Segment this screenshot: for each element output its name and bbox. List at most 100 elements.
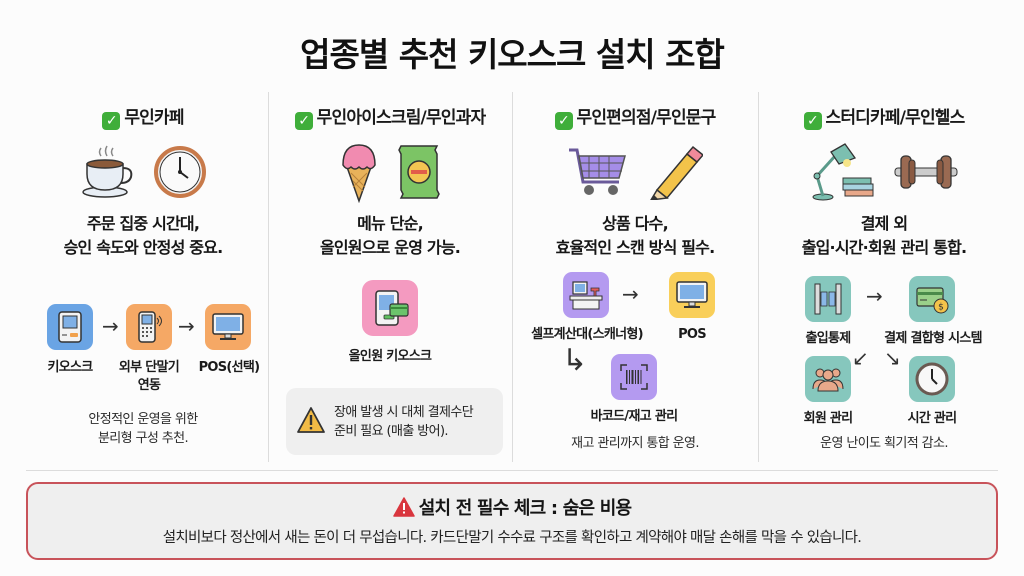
note-line: 재고 관리까지 통합 운영. (571, 436, 699, 451)
flow-arrow: → (866, 284, 883, 308)
flow-arrow: → (178, 314, 195, 338)
monitor-icon (669, 272, 715, 318)
members-icon (805, 356, 851, 402)
column-header-label: 스터디카페/무인헬스 (825, 108, 966, 128)
column-description: 메뉴 단순, 올인원으로 운영 가능. (268, 212, 512, 260)
flow-node-all-in-one-kiosk (358, 280, 422, 336)
warning-triangle-icon (296, 406, 326, 438)
column-header: ✓무인편의점/무인문구 (512, 103, 758, 130)
coffee-cup-icon (79, 144, 135, 200)
banner-title: 설치 전 필수 체크 : 숨은 비용 (28, 494, 996, 522)
flow-node-barcode (610, 354, 658, 400)
column-unmanned-cafe: ✓무인카페 주문 집중 시간대, 승인 속도와 안정성 중요. (18, 92, 268, 464)
flow-node-gate (804, 276, 852, 322)
flow-arrow: ↘ (884, 346, 901, 370)
check-box-icon: ✓ (803, 112, 822, 130)
desc-line: 올인원으로 운영 가능. (319, 238, 461, 257)
check-box-icon: ✓ (102, 112, 121, 130)
barcode-icon (611, 354, 657, 400)
column-unmanned-convenience: ✓무인편의점/무인문구 상품 다수, 효율적인 스캔 방식 필수. 셀프계산대(… (512, 92, 758, 464)
check-box-icon: ✓ (554, 112, 573, 130)
column-study-cafe-gym: ✓스터디카페/무인헬스 결제 외 출입·시간·회원 관리 통합. 출입통제 → … (758, 92, 1010, 464)
desc-line: 메뉴 단순, (357, 214, 424, 233)
column-description: 결제 외 출입·시간·회원 관리 통합. (758, 212, 1010, 260)
column-note: 운영 난이도 획기적 감소. (758, 434, 1010, 453)
flow-node-label: 셀프계산대(스캐너형) (531, 327, 644, 342)
column-description: 상품 다수, 효율적인 스캔 방식 필수. (512, 212, 758, 260)
column-note: 안정적인 운영을 위한 분리형 구성 추천. (18, 410, 268, 448)
flow-node-time (908, 356, 956, 402)
column-header-label: 무인편의점/무인문구 (576, 108, 717, 128)
desk-lamp-books-icon (809, 142, 875, 202)
monitor-icon (205, 304, 251, 350)
column-header: ✓무인카페 (18, 103, 268, 130)
hero-icons (268, 140, 512, 204)
flow-node-kiosk (46, 304, 94, 350)
ice-cream-icon (339, 141, 379, 203)
flow-arrow: → (102, 314, 119, 338)
hero-icons (512, 140, 758, 204)
flow-node-terminal (125, 304, 173, 350)
desc-line: 승인 속도와 안정성 중요. (63, 238, 224, 257)
note-line: 안정적인 운영을 위한 (88, 412, 198, 427)
flow-node-label: 회원 관리 (803, 411, 854, 426)
flow-arrow: → (622, 282, 639, 306)
column-unmanned-icecream: ✓무인아이스크림/무인과자 메뉴 단순, 올인원으로 운영 가능. 올인원 키오… (268, 92, 512, 464)
snack-bag-icon (397, 142, 441, 202)
desc-line: 결제 외 (860, 214, 908, 233)
hero-icons (18, 140, 268, 204)
flow-node-label: 키오스크 (47, 360, 93, 375)
hidden-cost-banner: 설치 전 필수 체크 : 숨은 비용 설치비보다 정산에서 새는 돈이 더 무섭… (26, 482, 998, 560)
warning-line: 준비 필요 (매출 방어). (334, 423, 449, 439)
warning-line: 장애 발생 시 대체 결제수단 (334, 404, 474, 420)
flow-arrow: ↳ (562, 343, 588, 378)
flow-node-label: 올인원 키오스크 (348, 349, 432, 364)
clock-icon (909, 356, 955, 402)
hero-icons (758, 140, 1010, 204)
note-line: 분리형 구성 추천. (97, 431, 189, 446)
column-divider (512, 92, 513, 462)
column-divider (268, 92, 269, 462)
dumbbell-icon (893, 150, 959, 194)
desc-line: 효율적인 스캔 방식 필수. (555, 238, 716, 257)
shopping-cart-icon (567, 144, 629, 200)
column-header: ✓무인아이스크림/무인과자 (268, 103, 512, 130)
warning-box: 장애 발생 시 대체 결제수단 준비 필요 (매출 방어). (286, 388, 503, 455)
flow-node-label: 외부 단말기 연동 (104, 359, 194, 395)
flow-arrow: ↙ (852, 346, 869, 370)
desc-line: 주문 집중 시간대, (86, 214, 200, 233)
flow-node-pos (204, 304, 252, 350)
column-divider (758, 92, 759, 462)
column-header-label: 무인아이스크림/무인과자 (316, 108, 486, 128)
svg-text:$: $ (938, 303, 944, 313)
flow-node-members (804, 356, 852, 402)
flow-node-label: 시간 관리 (907, 411, 958, 426)
note-line: 운영 난이도 획기적 감소. (820, 436, 948, 451)
flow-node-label: POS(선택) (198, 360, 261, 375)
label-line: 외부 단말기 (118, 360, 180, 375)
flow-node-pos (668, 272, 716, 318)
desc-line: 상품 다수, (602, 214, 669, 233)
all-in-one-kiosk-icon (362, 280, 418, 336)
gate-icon (805, 276, 851, 322)
column-note: 재고 관리까지 통합 운영. (512, 434, 758, 453)
banner-title-text: 설치 전 필수 체크 : 숨은 비용 (418, 498, 632, 519)
warning-text: 장애 발생 시 대체 결제수단 준비 필요 (매출 방어). (334, 403, 474, 441)
column-header-label: 무인카페 (124, 108, 184, 128)
page-title: 업종별 추천 키오스크 설치 조합 (300, 35, 725, 74)
card-payment-icon: $ (909, 276, 955, 322)
column-description: 주문 집중 시간대, 승인 속도와 안정성 중요. (18, 212, 268, 260)
desc-line: 출입·시간·회원 관리 통합. (801, 238, 967, 257)
column-header: ✓스터디카페/무인헬스 (758, 103, 1010, 130)
banner-text: 설치비보다 정산에서 새는 돈이 더 무섭습니다. 카드단말기 수수료 구조를 … (162, 530, 862, 546)
flow-node-label: 바코드/재고 관리 (590, 409, 678, 424)
flow-node-label: 출입통제 (805, 331, 851, 346)
warning-triangle-icon (392, 497, 415, 522)
flow-node-self-checkout (562, 272, 610, 318)
section-divider (26, 470, 998, 471)
flow-node-label: 결제 결합형 시스템 (884, 331, 982, 346)
self-checkout-icon (563, 272, 609, 318)
flow-node-payment-system: $ (908, 276, 956, 322)
kiosk-icon (47, 304, 93, 350)
card-terminal-icon (126, 304, 172, 350)
